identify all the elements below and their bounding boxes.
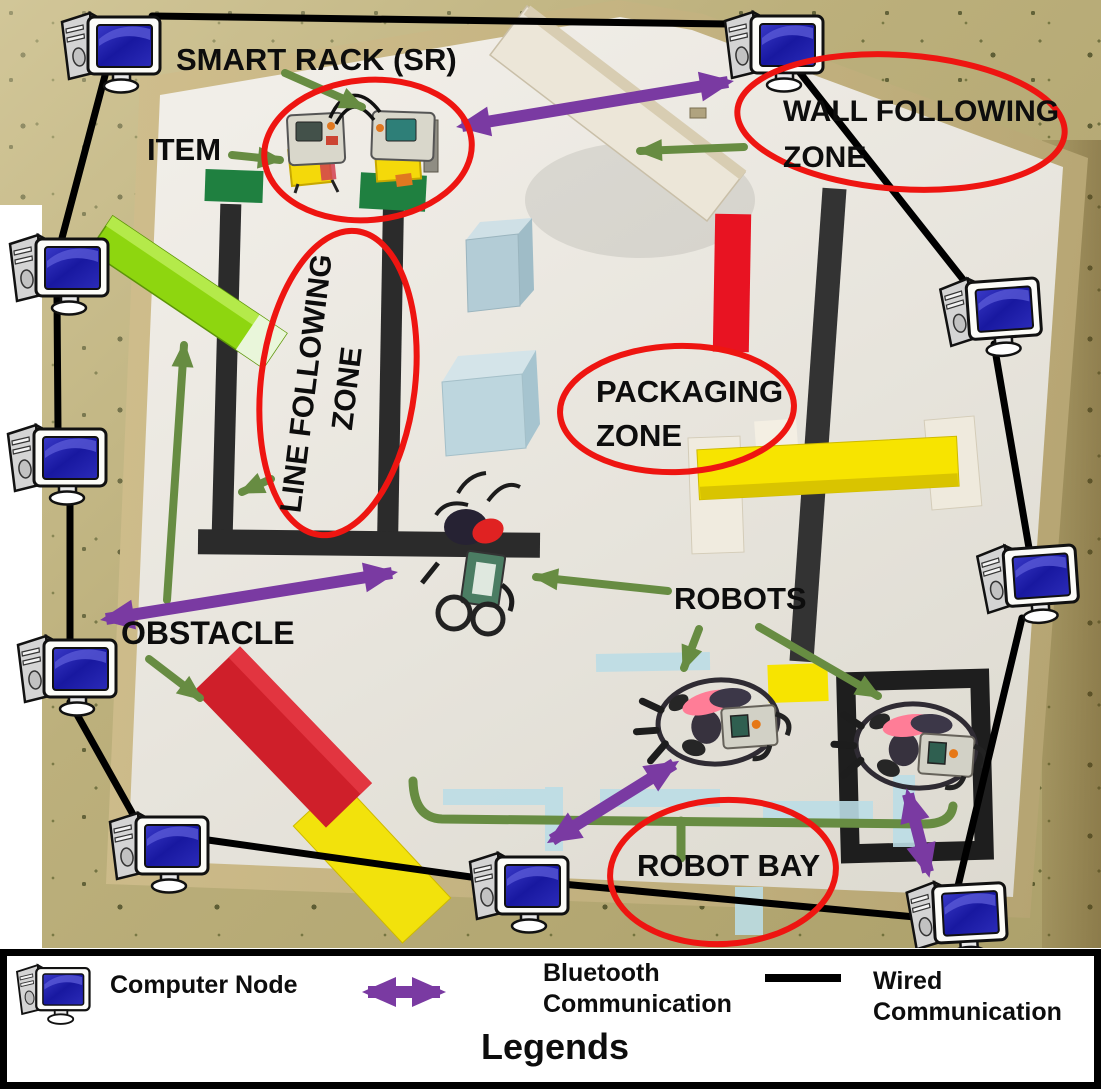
ellipse-robot-bay (607, 796, 839, 948)
computer-node-icon (975, 539, 1082, 629)
label-line: Wired (873, 967, 943, 995)
label-robots: ROBOTS (674, 581, 807, 616)
green-pad-left (204, 168, 264, 204)
label-line: ZONE (783, 141, 867, 174)
black-tape-strip (789, 187, 847, 663)
computer-node-icon (904, 877, 1010, 948)
computer-node-icon (468, 851, 570, 934)
testbed-photo: SMART RACK (SR) ITEM WALL FOLLOWING ZONE… (0, 0, 1101, 948)
legend-title: Legends (480, 1026, 630, 1067)
bluetooth-links (100, 71, 936, 878)
label-wall-following-zone: WALL FOLLOWING ZONE (783, 89, 1059, 181)
annotation-overlay (6, 4, 1082, 948)
label-obstacle: OBSTACLE (121, 615, 295, 651)
label-packaging-zone: PACKAGING ZONE (596, 370, 783, 458)
blue-box-large (441, 350, 540, 457)
label-line: Communication (543, 990, 732, 1018)
arrow-robot-right (755, 623, 882, 700)
legend-wired-label: Wired Communication (873, 966, 1062, 1028)
legend-computer-label: Computer Node (110, 971, 298, 999)
label-line: PACKAGING (596, 374, 784, 409)
arrow-robot-left (680, 625, 703, 672)
label-line: Communication (873, 998, 1062, 1026)
wall-hinge (689, 107, 707, 119)
label-line: ZONE (596, 418, 683, 453)
ellipse-line-following (256, 227, 420, 539)
arrow-obstacle-green (163, 341, 194, 604)
computer-node-icon (60, 11, 162, 94)
yellow-tape-patch (767, 662, 829, 704)
arrow-item (228, 146, 284, 169)
arrow-wall-zone (636, 139, 748, 162)
legend-computer-icon (15, 963, 91, 1026)
legend-wired-line-icon (765, 974, 841, 982)
label-robot-bay: ROBOT BAY (637, 848, 821, 883)
ellipse-wall-following (734, 51, 1068, 193)
computer-node-icon (16, 634, 118, 717)
label-item: ITEM (147, 132, 222, 167)
computer-node-icon (8, 233, 110, 316)
ellipse-packaging (557, 342, 797, 476)
label-line: Bluetooth (543, 959, 660, 987)
arrow-line-track (238, 472, 275, 496)
computer-node-icon (6, 423, 108, 506)
robot-bay-left (633, 675, 791, 769)
computer-node-icon (108, 811, 210, 894)
legend-box (0, 949, 1101, 1089)
arrow-obstacle-red (145, 655, 204, 702)
label-smart-rack: SMART RACK (SR) (176, 42, 457, 77)
arrow-robot-center (532, 568, 672, 595)
photo-edge-gap (0, 205, 42, 948)
wired-links (53, 12, 1033, 921)
robot-line-follower (420, 471, 521, 637)
zone-ellipses (256, 51, 1068, 948)
legend-bluetooth-label: Bluetooth Communication (543, 958, 732, 1020)
legend-bluetooth-arrow-icon (362, 977, 446, 1007)
smart-rack-devices (286, 93, 439, 194)
blue-box-small (465, 218, 534, 313)
green-obstacle (88, 214, 288, 370)
label-line: WALL FOLLOWING (783, 95, 1060, 128)
bay-extent-bracket (408, 776, 958, 863)
ellipse-smart-rack (261, 76, 475, 224)
computer-node-icon (938, 272, 1045, 362)
red-tape-strip (712, 213, 752, 353)
